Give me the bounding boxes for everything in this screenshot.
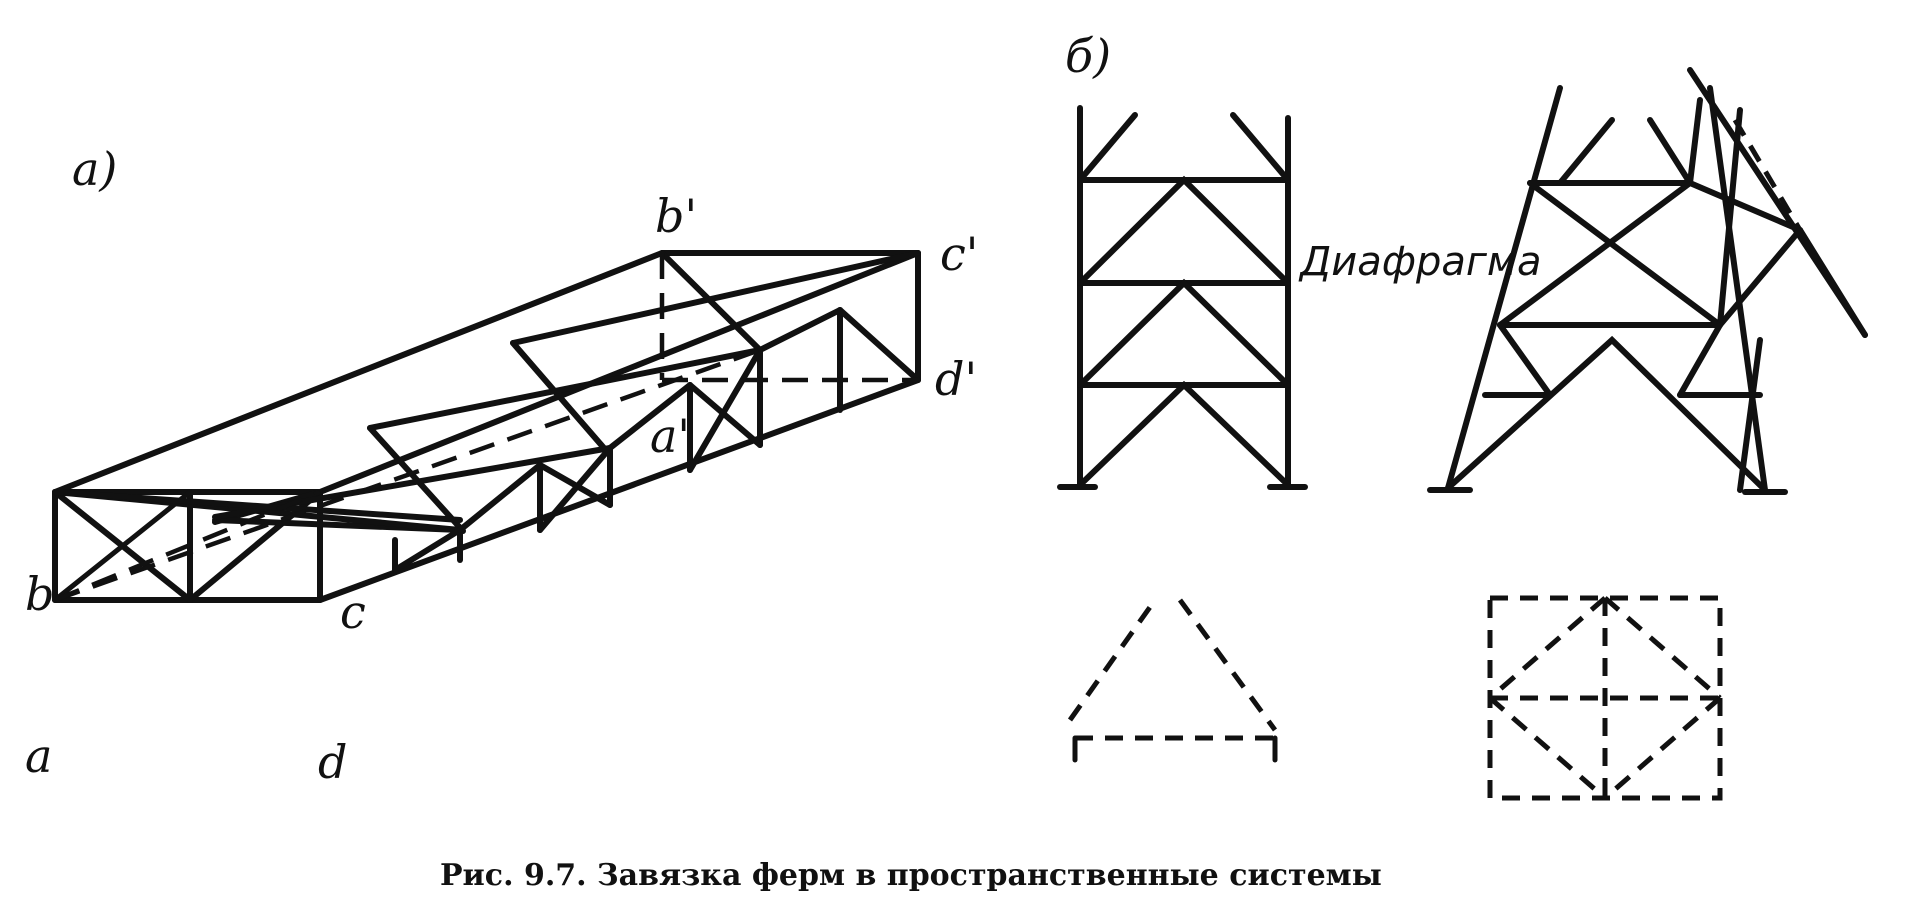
point-c-label: c — [340, 585, 366, 639]
tower-flat — [1057, 105, 1308, 490]
point-c-prime-label: c' — [940, 227, 978, 281]
diaphragm-label: Диафрагма — [1298, 239, 1542, 285]
tower-spatial — [1427, 67, 1868, 495]
plan-square — [1487, 595, 1723, 801]
figure-caption: Рис. 9.7. Завязка ферм в пространственны… — [440, 858, 1382, 893]
point-b-prime-label: b' — [655, 189, 697, 243]
panel-a-label: a) — [72, 142, 117, 196]
point-a-label: a — [25, 729, 52, 783]
plan-triangle — [1067, 598, 1278, 763]
point-d-prime-label: d' — [935, 352, 977, 406]
panel-a-truss-box — [52, 250, 921, 603]
point-d-label: d — [318, 735, 347, 789]
panel-b-label: б) — [1065, 29, 1111, 83]
point-b-label: b — [25, 567, 54, 621]
point-a-prime-label: a' — [650, 409, 690, 463]
